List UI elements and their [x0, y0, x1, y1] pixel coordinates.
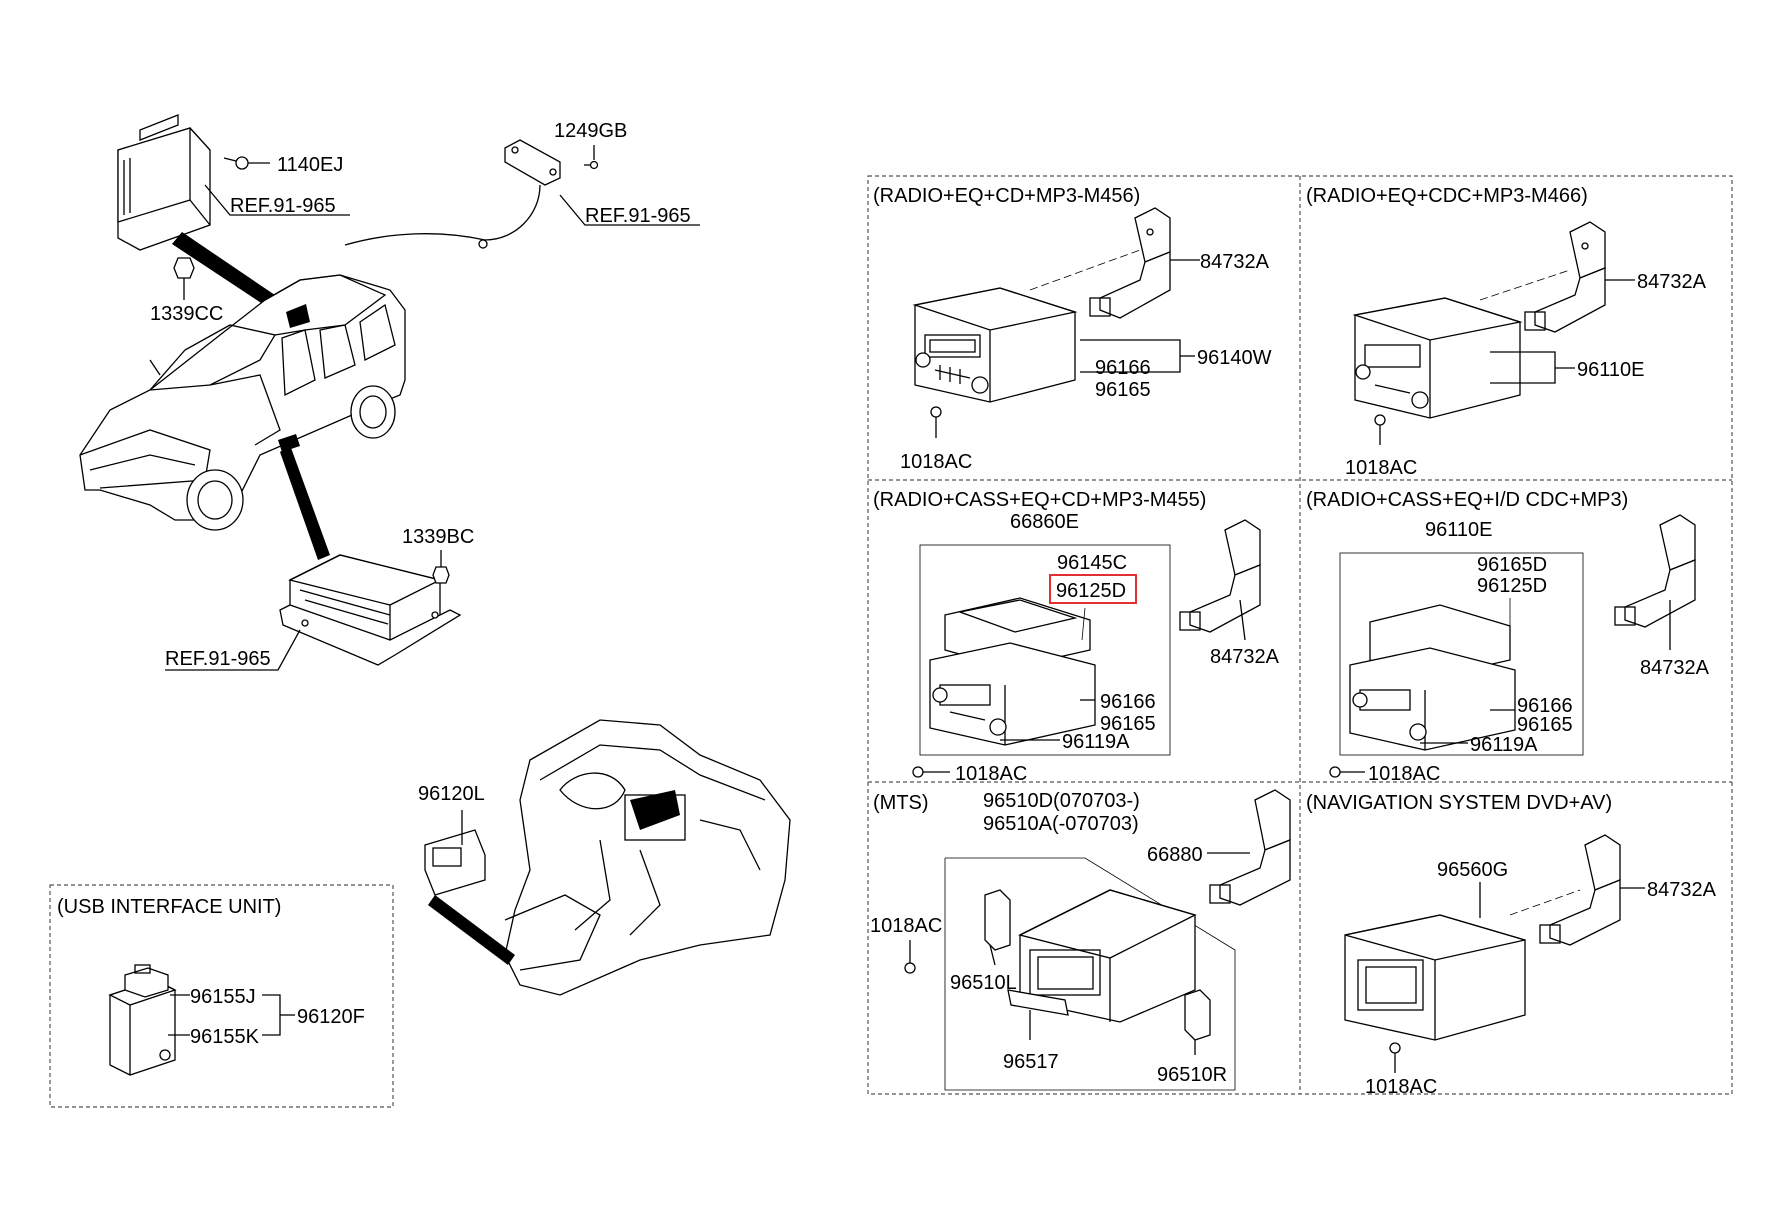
m455-label-84732a: 84732A: [1210, 646, 1280, 668]
label-1140ej: 1140EJ: [277, 154, 343, 176]
cdc-label-96119a: 96119A: [1470, 734, 1538, 756]
nav-label-84732a: 84732A: [1647, 879, 1717, 901]
usb-section-border: [49, 884, 394, 1108]
mts-label-96510a: 96510A(-070703): [983, 813, 1139, 835]
mts-label-96510l: 96510L: [950, 972, 1017, 994]
m456-label-84732a: 84732A: [1200, 251, 1270, 273]
jack-96120l-drawing: [424, 810, 486, 896]
m456-label-96140w: 96140W: [1197, 347, 1272, 369]
m455-head-unit-drawing: [929, 597, 1096, 746]
cdc-label-96125d: 96125D: [1477, 575, 1547, 597]
mts-label-66880: 66880: [1147, 844, 1203, 866]
label-96155k: 96155K: [190, 1026, 260, 1048]
m455-label-96145c: 96145C: [1057, 552, 1127, 574]
cdc-title: (RADIO+CASS+EQ+I/D CDC+MP3): [1306, 489, 1628, 511]
m456-label-96165: 96165: [1095, 379, 1151, 401]
bolt-1140ej-drawing: [223, 156, 270, 170]
bolt-1249gb-drawing: [584, 145, 599, 170]
m466-title: (RADIO+EQ+CDC+MP3-M466): [1306, 185, 1588, 207]
dashboard-drawing: [504, 719, 791, 996]
cdc-label-96165d: 96165D: [1477, 554, 1547, 576]
m455-bracket-drawing: [1179, 519, 1261, 633]
nav-screw-drawing: [1389, 1042, 1401, 1073]
nav-bracket-drawing: [1539, 834, 1621, 946]
label-ref-top-left: REF.91-965: [230, 195, 336, 217]
m466-label-96110e: 96110E: [1577, 359, 1644, 381]
mts-title: (MTS): [873, 792, 929, 814]
label-1339bc: 1339BC: [402, 526, 474, 548]
cdc-head-unit-drawing: [1349, 604, 1516, 751]
mts-label-96510r: 96510R: [1157, 1064, 1227, 1086]
label-ref-top-mid: REF.91-965: [585, 205, 691, 227]
label-96120l: 96120L: [418, 783, 485, 805]
m466-head-unit-drawing: [1352, 297, 1523, 419]
m466-screw-drawing: [1374, 414, 1386, 445]
mts-label-96510d: 96510D(070703-): [983, 790, 1140, 812]
cdc-group-box: [1339, 552, 1584, 756]
usb-unit-drawing: [108, 964, 177, 1076]
nav-title: (NAVIGATION SYSTEM DVD+AV): [1306, 792, 1612, 814]
suv-vehicle-drawing: [79, 274, 406, 531]
label-1339cc: 1339CC: [150, 303, 223, 325]
m455-label-96125d: 96125D: [1056, 580, 1126, 602]
m455-highlight-box: [1049, 574, 1137, 604]
m455-group-box: [919, 544, 1171, 756]
nav-head-unit-drawing: [1344, 914, 1526, 1041]
m456-label-96166: 96166: [1095, 357, 1151, 379]
mts-bracket-drawing: [1209, 789, 1291, 906]
mts-label-96517: 96517: [1003, 1051, 1059, 1073]
m456-label-1018ac: 1018AC: [900, 451, 972, 473]
cdc-bracket-drawing: [1614, 514, 1696, 628]
label-96155j: 96155J: [190, 986, 256, 1008]
label-1249gb: 1249GB: [554, 120, 627, 142]
mts-screw-drawing: [904, 940, 916, 974]
cdc-label-96110e: 96110E: [1425, 519, 1492, 541]
label-ref-amp: REF.91-965: [165, 648, 271, 670]
m455-screw-drawing: [912, 766, 950, 778]
mts-label-1018ac: 1018AC: [870, 915, 942, 937]
m455-title: (RADIO+CASS+EQ+CD+MP3-M455): [873, 489, 1206, 511]
m456-title: (RADIO+EQ+CD+MP3-M456): [873, 185, 1140, 207]
m455-label-1018ac: 1018AC: [955, 763, 1027, 785]
arrow-to-console: [428, 895, 515, 965]
m466-label-1018ac: 1018AC: [1345, 457, 1417, 479]
nav-label-1018ac: 1018AC: [1365, 1076, 1437, 1098]
m456-screw-drawing: [930, 406, 942, 438]
nut-1339bc-drawing: [432, 550, 450, 584]
cdc-label-96165: 96165: [1517, 714, 1573, 736]
amplifier-drawing: [279, 554, 462, 666]
cdc-label-1018ac: 1018AC: [1368, 763, 1440, 785]
nut-1339cc-drawing: [173, 257, 195, 300]
m456-head-unit-drawing: [912, 287, 1078, 403]
mts-head-unit-drawing: [984, 889, 1211, 1041]
cdc-label-96166: 96166: [1517, 695, 1573, 717]
usb-section-title: (USB INTERFACE UNIT): [57, 896, 281, 918]
nav-label-96560g: 96560G: [1437, 859, 1508, 881]
m455-label-66860e: 66860E: [1010, 511, 1079, 533]
m455-label-96119a: 96119A: [1062, 731, 1130, 753]
m455-label-96166: 96166: [1100, 691, 1156, 713]
antenna-bracket-drawing: [344, 139, 561, 249]
mts-group-outline: [944, 857, 1236, 1091]
m456-bracket-drawing: [1089, 207, 1171, 319]
arrow-to-amp: [280, 445, 330, 560]
label-96120f: 96120F: [297, 1006, 365, 1028]
m466-bracket-drawing: [1524, 221, 1606, 333]
cdc-label-84732a: 84732A: [1640, 657, 1710, 679]
m455-label-96165: 96165: [1100, 713, 1156, 735]
m466-label-84732a: 84732A: [1637, 271, 1707, 293]
mts-trim-drawing: [1007, 989, 1069, 1016]
cdc-screw-drawing: [1329, 766, 1365, 778]
control-module-drawing: [117, 114, 211, 251]
